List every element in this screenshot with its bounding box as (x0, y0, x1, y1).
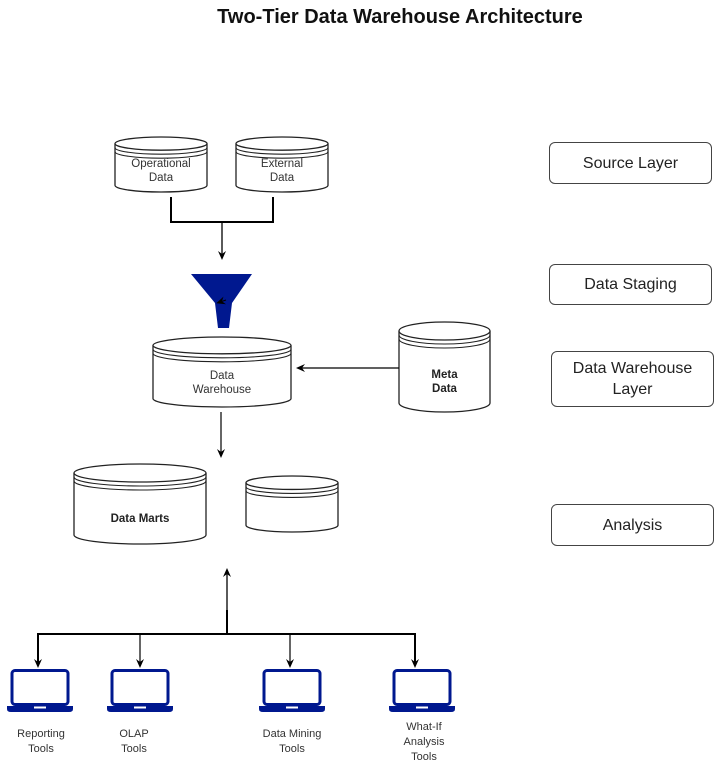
label-line: What-If (406, 721, 442, 733)
diagram-title: Two-Tier Data Warehouse Architecture (217, 6, 583, 28)
label-line: Data Mining (262, 728, 322, 740)
label-line: Analysis (403, 736, 445, 748)
label-line: Tools (411, 751, 437, 763)
laptop-icon-what-if (389, 669, 455, 712)
label-line: Data (269, 172, 295, 184)
label-line: Operational (131, 158, 191, 170)
label-line: Tools (121, 743, 147, 755)
cylinder-meta-data (398, 321, 491, 413)
label-line: Data (209, 370, 235, 382)
label-line: Data (432, 383, 457, 395)
cylinder-external-data (235, 136, 329, 193)
cylinder-data-mart-small (245, 475, 339, 533)
laptop-icon-olap (107, 669, 173, 712)
label-what-if-tools: What-If Analysis Tools (384, 720, 464, 765)
layer-box-warehouse: Data Warehouse Layer (551, 351, 714, 407)
laptop-icon-reporting (7, 669, 73, 712)
label-data-warehouse: Data Warehouse (153, 369, 291, 397)
label-line: Reporting (17, 728, 65, 740)
connector-operational (170, 197, 274, 223)
label-data-marts: Data Marts (110, 513, 170, 525)
label-line: OLAP (119, 728, 149, 740)
layer-box-staging: Data Staging (549, 264, 712, 305)
label-data-mining-tools: Data Mining Tools (252, 727, 332, 757)
cylinder-data-warehouse (152, 336, 292, 408)
layer-box-analysis: Analysis (551, 504, 714, 546)
label-line: External (260, 158, 304, 170)
funnel-inner-arrow (216, 296, 227, 305)
label-line: Tools (28, 743, 54, 755)
cylinder-operational-data (114, 136, 208, 193)
label-line: Meta (431, 369, 458, 381)
label-olap-tools: OLAP Tools (94, 727, 174, 757)
label-line: Warehouse (192, 384, 252, 396)
label-line: Tools (279, 743, 305, 755)
laptop-icon-data-mining (259, 669, 325, 712)
label-line: Data (148, 172, 174, 184)
label-reporting-tools: Reporting Tools (1, 727, 81, 757)
cylinder-data-marts (73, 463, 207, 545)
label-operational-data: Operational Data (115, 157, 207, 185)
layer-box-source: Source Layer (549, 142, 712, 184)
label-external-data: External Data (236, 157, 328, 185)
label-meta-data: Meta Data (399, 368, 490, 396)
